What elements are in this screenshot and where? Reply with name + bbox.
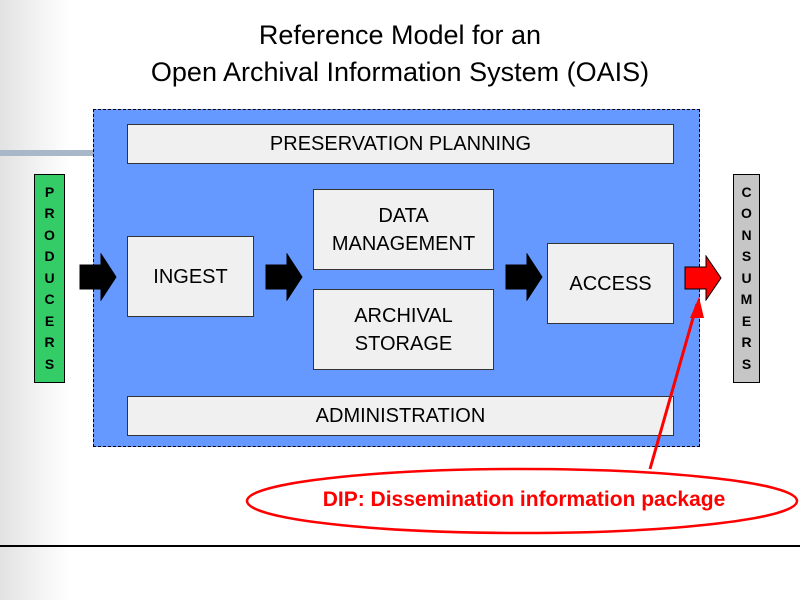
archival-storage-label-line-1: ARCHIVAL [354, 304, 453, 327]
dip-callout-label: DIP: Dissemination information package [322, 488, 726, 511]
diagram-title-line-2: Open Archival Information System (OAIS) [150, 57, 650, 87]
producers-to-ingest-arrow [79, 253, 117, 301]
consumers-letter: M [740, 291, 753, 308]
data-management-to-access-arrow [505, 253, 543, 301]
consumers-letter: S [741, 355, 752, 372]
consumers-letter: N [741, 226, 752, 243]
preservation-planning-label: PRESERVATION PLANNING [269, 133, 532, 155]
producers-letter: O [44, 226, 55, 243]
dip-callout-ellipse [245, 467, 799, 535]
consumers-letter: O [741, 205, 752, 222]
producers-letter: S [44, 355, 55, 372]
producers-bar: P R O D U C E R S [34, 174, 65, 383]
consumers-bar: C O N S U M E R S [733, 174, 760, 383]
data-management-box: DATA MANAGEMENT [313, 189, 494, 270]
archival-storage-box: ARCHIVAL STORAGE [313, 289, 494, 370]
access-label: ACCESS [569, 272, 652, 295]
ingest-box: INGEST [127, 236, 254, 317]
archival-storage-label-line-2: STORAGE [354, 332, 453, 355]
ingest-label: INGEST [153, 265, 228, 288]
access-to-consumers-dip-arrow [684, 255, 722, 301]
administration-label: ADMINISTRATION [315, 405, 486, 427]
ingest-to-data-management-arrow [265, 253, 303, 301]
producers-letter: E [44, 312, 55, 329]
decorative-grey-rule [0, 150, 96, 156]
consumers-letter: S [741, 248, 752, 265]
consumers-letter: C [741, 183, 752, 200]
consumers-letter: U [741, 269, 752, 286]
producers-letter: R [44, 205, 55, 222]
administration-box: ADMINISTRATION [127, 396, 674, 436]
data-management-label-line-1: DATA [378, 204, 429, 227]
producers-letter: R [44, 334, 55, 351]
preservation-planning-box: PRESERVATION PLANNING [127, 124, 674, 164]
producers-letter: D [44, 248, 55, 265]
diagram-title-line-1: Reference Model for an [258, 20, 542, 50]
bottom-divider [0, 545, 800, 547]
access-box: ACCESS [547, 243, 674, 324]
data-management-label-line-2: MANAGEMENT [331, 232, 476, 255]
consumers-letter: R [741, 334, 752, 351]
dip-pointer-arrowhead [690, 297, 704, 318]
dip-pointer-line [648, 303, 699, 470]
consumers-letter: E [741, 312, 752, 329]
producers-letter: C [44, 291, 55, 308]
producers-letter: U [44, 269, 55, 286]
producers-letter: P [44, 183, 55, 200]
